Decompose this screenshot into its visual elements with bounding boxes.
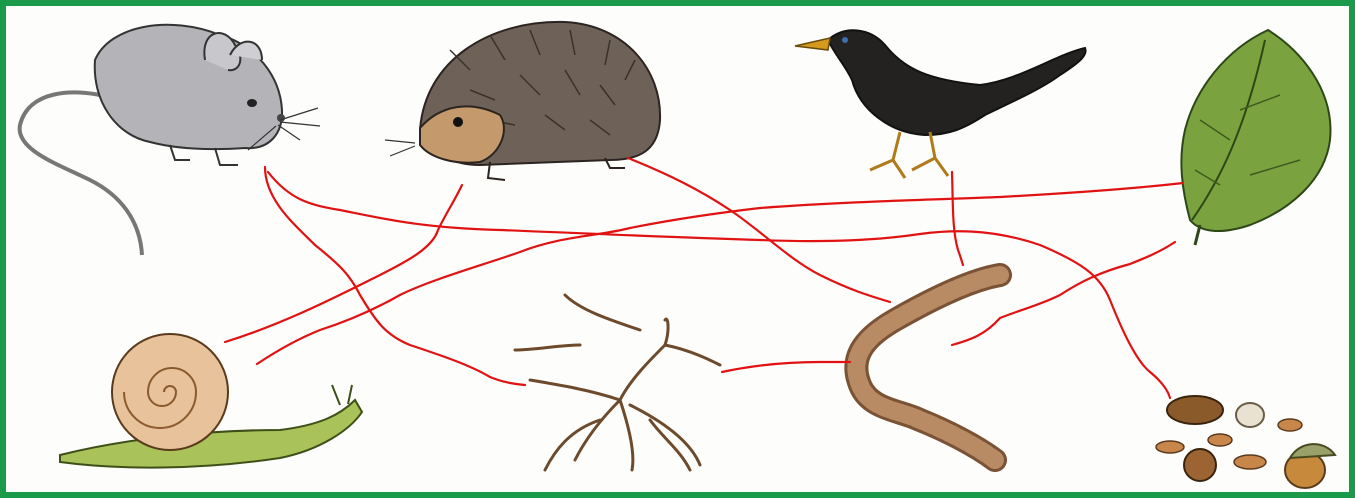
blackbird-icon (795, 30, 1086, 178)
snail-icon (60, 334, 362, 468)
roots-icon (515, 295, 720, 470)
nuts-icon (1156, 396, 1335, 488)
link-hedgehog-snail (225, 185, 462, 342)
link-hedgehog-earthworm (628, 158, 890, 302)
link-roots-earthworm (722, 362, 850, 372)
food-web-diagram (6, 6, 1349, 492)
link-leaf-earthworm (952, 242, 1175, 345)
link-blackbird-earthworm (952, 172, 963, 265)
link-mouse-roots (265, 167, 525, 385)
hedgehog-icon (385, 22, 660, 180)
leaf-icon (1181, 30, 1330, 245)
earthworm-icon (856, 275, 1000, 460)
mouse-icon (20, 25, 320, 255)
